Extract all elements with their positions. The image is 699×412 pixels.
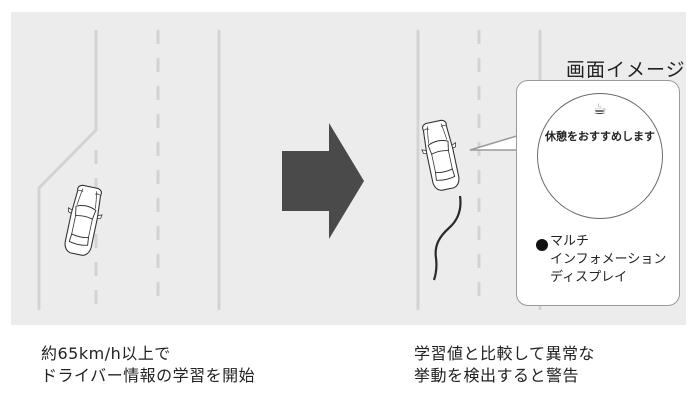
coffee-cup-icon: ☕ (593, 100, 607, 118)
car-icon (416, 117, 466, 194)
right-caption-line1: 学習値と比較して異常な (414, 344, 596, 363)
display-screen: ☕ 休憩をおすすめします (537, 93, 663, 219)
right-caption-line2: 挙動を検出すると警告 (414, 366, 580, 385)
bubble-pointer (469, 134, 521, 151)
display-label-line1: マルチ (550, 234, 590, 249)
left-caption-line2: ドライバー情報の学習を開始 (41, 366, 256, 385)
screen-title: 画面イメージ (566, 59, 686, 81)
display-label-line2: インフォメーション (550, 252, 667, 267)
rest-message: 休憩をおすすめします (545, 130, 655, 143)
bullet-icon (536, 239, 548, 251)
left-road-lanes (37, 30, 221, 310)
car-icon (58, 182, 108, 259)
left-caption-line1: 約65km/h以上で (41, 344, 171, 363)
left-road-edge-line (37, 30, 98, 310)
display-bubble: ☕ 休憩をおすすめします マルチ インフォメーション ディスプレイ (516, 80, 680, 306)
weaving-trajectory (432, 195, 462, 281)
left-caption: 約65km/h以上で ドライバー情報の学習を開始 (41, 343, 255, 387)
right-arrow-icon (282, 123, 364, 239)
display-label: マルチ インフォメーション ディスプレイ (550, 233, 666, 287)
display-label-line3: ディスプレイ (550, 270, 628, 285)
right-caption: 学習値と比較して異常な 挙動を検出すると警告 (414, 343, 595, 387)
